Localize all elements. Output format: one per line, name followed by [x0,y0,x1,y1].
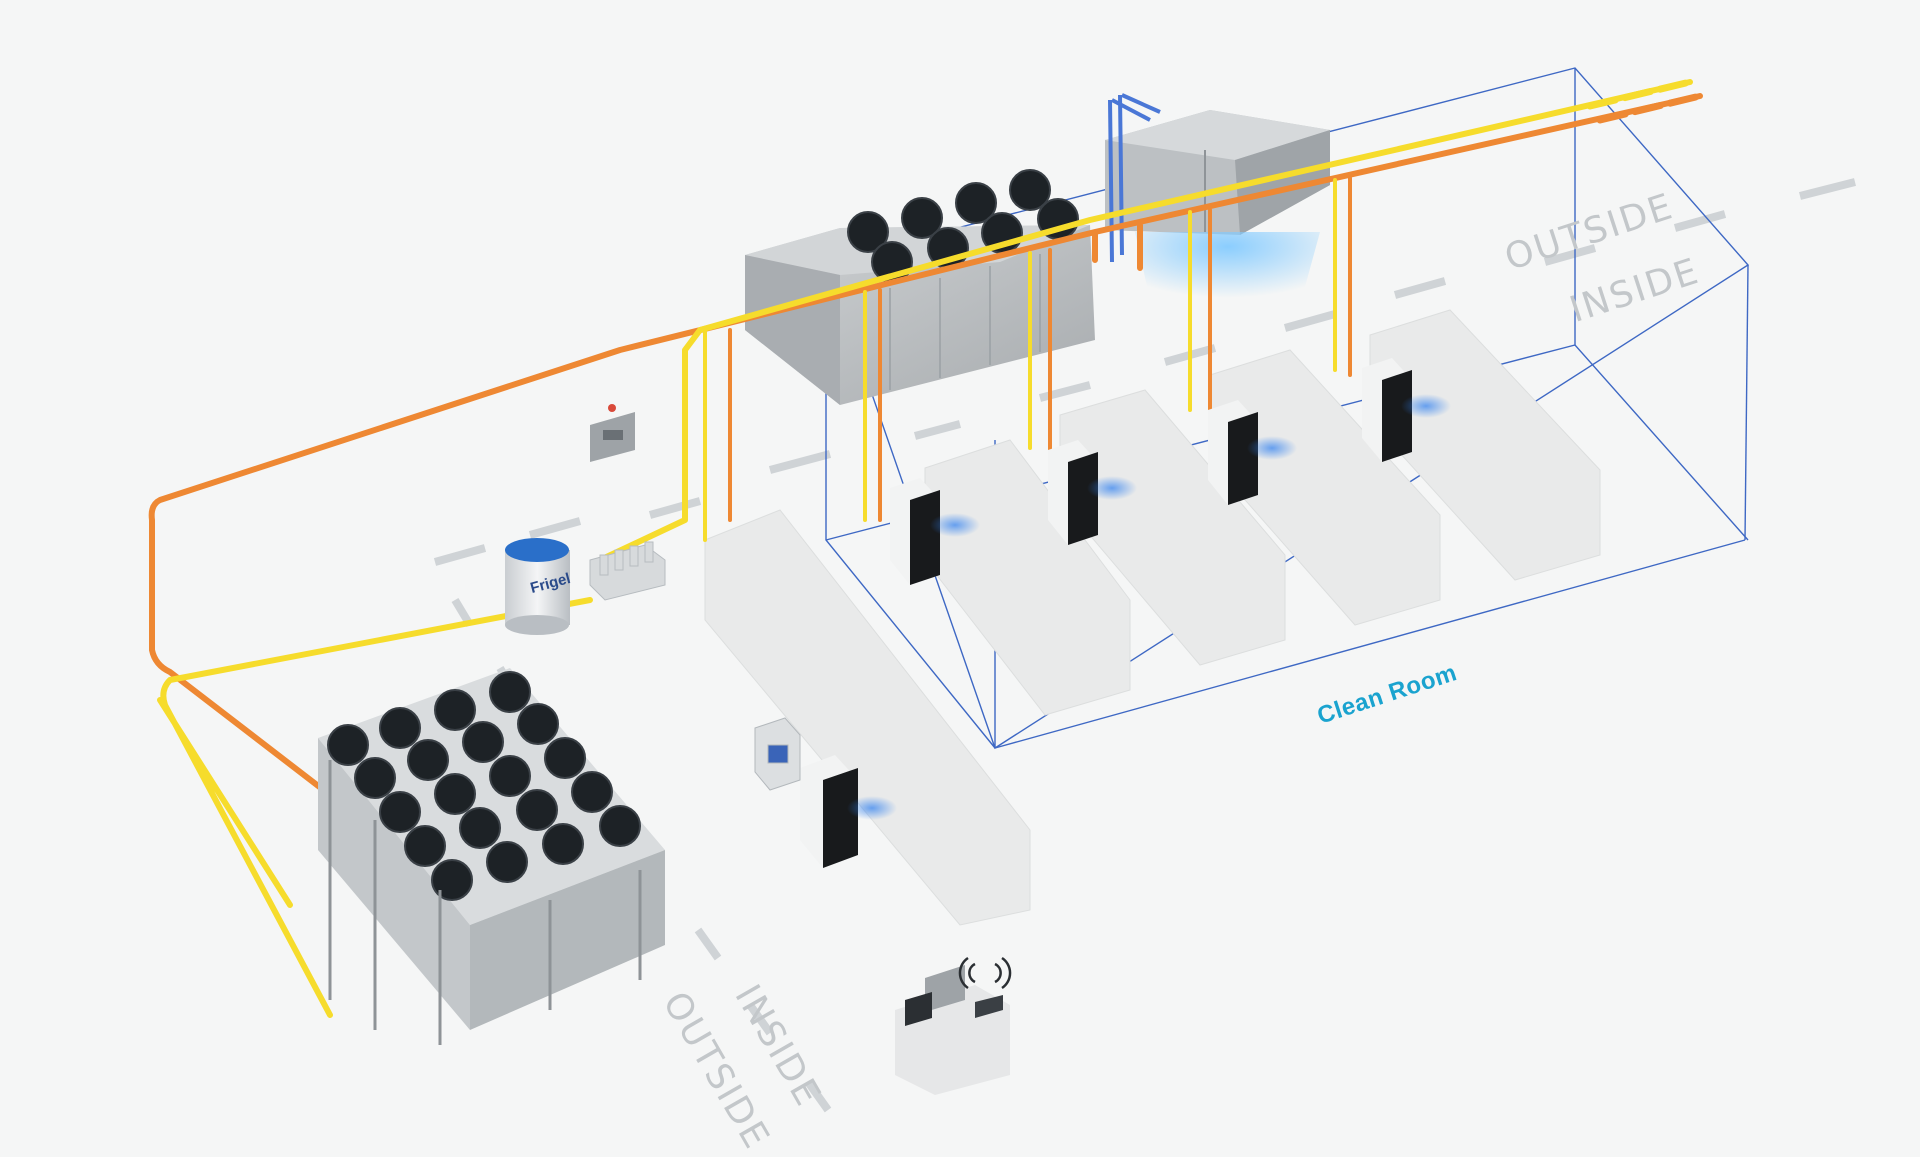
fan-icon [379,707,421,749]
fan-icon [462,721,504,763]
pipe-network [148,78,1704,1018]
rooftop-chiller [745,169,1095,405]
fan-icon [407,739,449,781]
fan-icon [489,755,531,797]
fan-icon [571,771,613,813]
process-chiller [890,478,980,585]
fan-icon [955,182,997,224]
dry-cooler-fans [327,671,641,901]
production-machines [704,309,1601,926]
fan-icon [517,703,559,745]
fan-icon [354,757,396,799]
fan-icon [327,724,369,766]
fan-icon [379,791,421,833]
hot-branches [728,176,1352,522]
dry-cooler [318,668,665,1045]
storage-tank [505,538,570,635]
fan-icon [459,807,501,849]
control-panel [590,404,635,462]
fan-icon [1009,169,1051,211]
fan-icon [404,825,446,867]
cold-branches [703,178,1337,542]
process-chiller [1208,400,1297,505]
fan-icon [434,773,476,815]
fan-icon [901,197,943,239]
fan-icon [847,211,889,253]
air-handling-unit [1105,93,1330,305]
fan-icon [516,789,558,831]
hot-water-line [148,93,1703,798]
pump-group [589,541,666,601]
supervision-station [895,956,1012,1095]
temperature-controller [754,717,801,791]
wifi-icon [958,956,1012,990]
process-chiller [800,755,897,868]
process-chiller [1362,358,1451,462]
fan-icon [599,805,641,847]
process-chillers [800,358,1451,868]
boundary-dashes [433,178,1856,1113]
fan-icon [486,841,528,883]
fan-icon [544,737,586,779]
process-chiller [1048,440,1137,545]
cold-water-line [157,79,1693,1018]
fan-icon [434,689,476,731]
fan-icon [489,671,531,713]
fan-icon [542,823,584,865]
fan-icon [431,859,473,901]
